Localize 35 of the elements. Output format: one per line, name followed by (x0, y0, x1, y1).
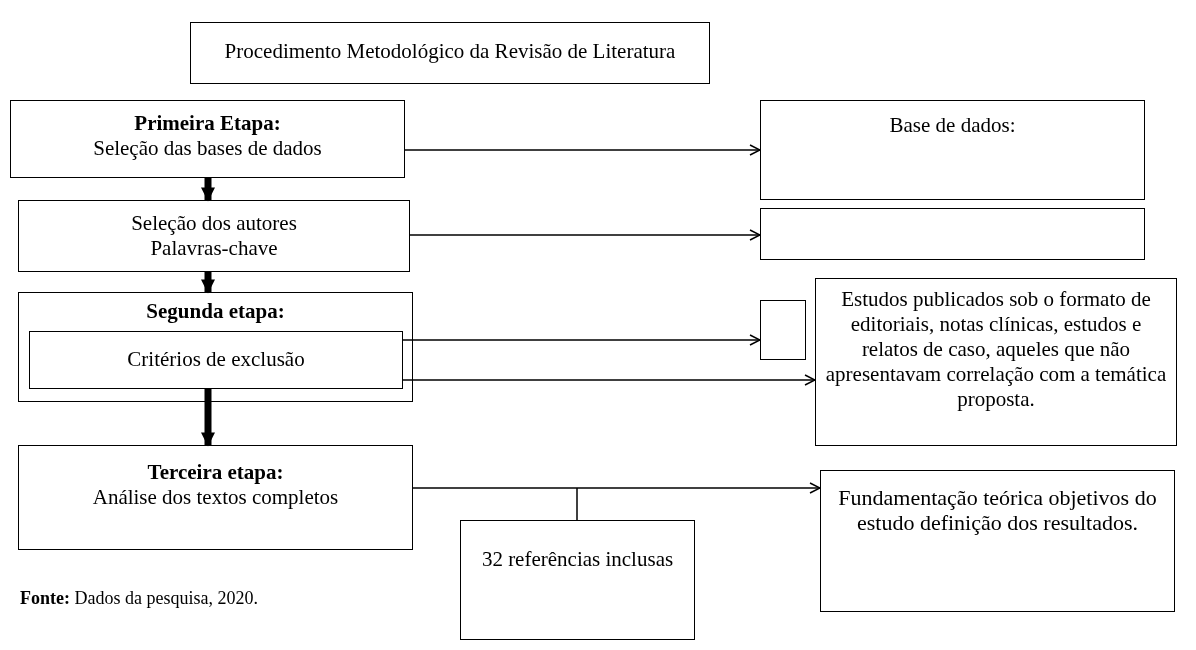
process-box (29, 331, 403, 389)
step-heading: Segunda etapa: (145, 299, 286, 324)
arrow (201, 272, 215, 294)
process-box (18, 445, 413, 550)
box-text: Base de dados: (888, 113, 1017, 138)
connector-line (576, 487, 578, 521)
box-text: Estudos publicados sob o formato de editoriais, notas clínicas, estudos e relatos de caso, aqueles que não apresentavam correlação com a temática proposta. (824, 287, 1168, 412)
process-box (18, 292, 413, 402)
box-text: Fundamentação teórica objetivos do estudo definição dos resultados. (837, 485, 1158, 535)
process-box (820, 470, 1175, 612)
arrow (401, 334, 761, 346)
box-text: Seleção dos autores (130, 211, 298, 236)
arrow (404, 144, 761, 156)
source-note: Fonte: Dados da pesquisa, 2020. (20, 588, 258, 609)
empty-box (760, 300, 806, 360)
process-box (460, 520, 695, 640)
box-text: Seleção das bases de dados (92, 136, 323, 161)
title-box (190, 22, 710, 84)
empty-box (760, 208, 1145, 260)
arrow (409, 229, 761, 241)
arrow (201, 178, 215, 202)
process-box (18, 200, 410, 272)
box-text: Análise dos textos completos (91, 485, 340, 510)
arrow (401, 374, 816, 386)
step-heading: Terceira etapa: (146, 460, 285, 485)
process-box (815, 278, 1177, 446)
box-text: Procedimento Metodológico da Revisão de Literatura (223, 39, 677, 64)
arrow (201, 388, 215, 447)
process-box (760, 100, 1145, 200)
process-box (10, 100, 405, 178)
box-text: Palavras-chave (149, 236, 279, 261)
box-text: Critérios de exclusão (126, 347, 306, 372)
arrow (412, 482, 821, 494)
box-text: 32 referências inclusas (480, 547, 675, 572)
step-heading: Primeira Etapa: (133, 111, 282, 136)
